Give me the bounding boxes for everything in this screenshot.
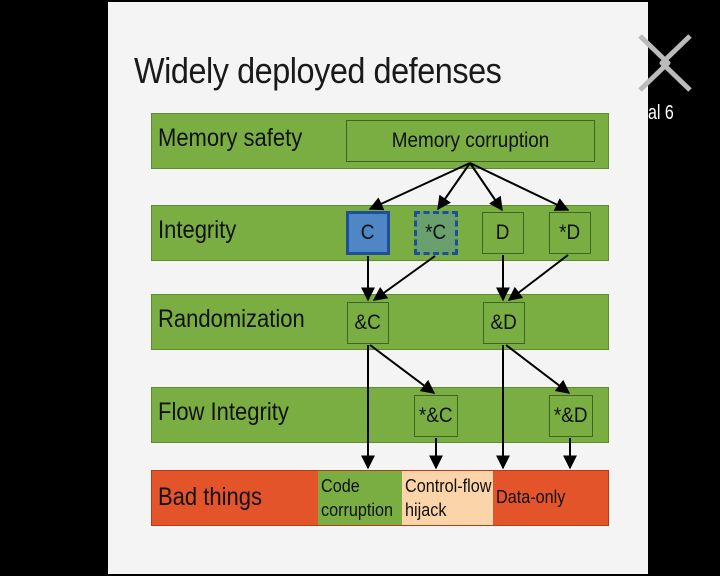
slide: Widely deployed defenses Memory safety M… — [108, 2, 648, 574]
arrow-mc-to-ptr-c — [437, 162, 471, 211]
slide-title: Widely deployed defenses — [134, 50, 502, 91]
box-ptr-d: *D — [549, 212, 591, 254]
arrow-mc-to-c — [368, 162, 471, 211]
box-addr-c: &C — [347, 302, 389, 344]
arrow-addr-d-to-ptr-addr-d — [505, 344, 571, 394]
band-label-bad-things: Bad things — [158, 483, 262, 511]
band-label-memory-safety: Memory safety — [158, 124, 303, 152]
watermark-text: al 6 — [648, 102, 674, 124]
arrow-addr-c-to-ptr-addr-c — [369, 344, 436, 394]
box-c: C — [346, 211, 390, 255]
segment-data-only: Data-only — [493, 471, 608, 525]
box-ptr-addr-d: *&D — [549, 395, 593, 437]
band-label-randomization: Randomization — [158, 305, 305, 333]
band-label-integrity: Integrity — [158, 216, 237, 244]
band-label-flow-integrity: Flow Integrity — [158, 398, 289, 426]
box-ptr-c: *C — [414, 211, 458, 255]
band-flow-integrity: Flow Integrity — [151, 387, 609, 443]
box-d: D — [482, 212, 524, 254]
arrow-mc-to-ptr-d — [469, 162, 570, 211]
box-addr-d: &D — [483, 302, 525, 344]
box-memory-corruption: Memory corruption — [346, 120, 595, 162]
box-ptr-addr-c: *&C — [414, 395, 458, 437]
watermark-logo-icon — [638, 34, 692, 92]
segment-code-corruption: Code corruption — [318, 471, 402, 525]
band-bad-things: Bad things Code corruption Control-flow … — [151, 470, 609, 526]
segment-control-flow-hijack: Control-flow hijack — [402, 471, 493, 525]
arrow-mc-to-d — [469, 162, 503, 212]
